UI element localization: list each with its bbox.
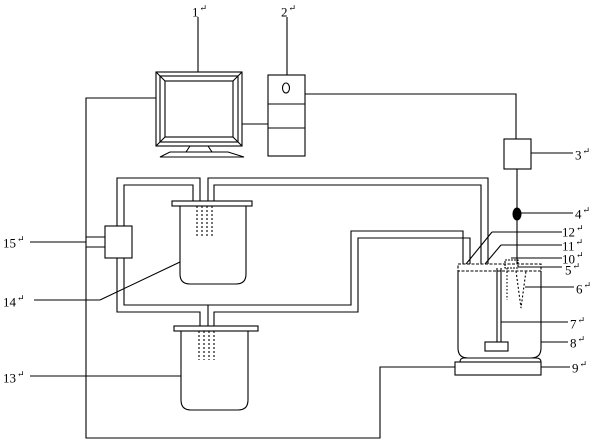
controller-box	[503, 138, 532, 170]
label-6: 6↵	[576, 280, 592, 297]
label-13: 13↵	[3, 369, 25, 386]
label-14: 14↵	[3, 293, 25, 310]
label-5: 5↵	[565, 261, 581, 278]
tower-controller-wire	[305, 93, 517, 139]
label-3: 3↵	[575, 146, 591, 163]
label-10: 10↵	[562, 250, 584, 267]
pump-box	[104, 225, 133, 259]
leader-11	[484, 244, 502, 265]
leader-14-diagonal	[99, 261, 181, 301]
stirrer-base	[454, 357, 542, 376]
computer-left-wire	[85, 97, 455, 439]
computer-tower	[267, 74, 306, 157]
bottom-tubing	[116, 230, 471, 326]
lower-beaker	[173, 325, 259, 411]
label-8: 8↵	[570, 334, 586, 351]
label-11: 11↵	[562, 237, 584, 254]
label-7: 7↵	[570, 315, 586, 332]
label-12: 12↵	[562, 223, 584, 240]
upper-beaker	[171, 200, 253, 285]
label-4: 4↵	[575, 205, 591, 222]
leader-12	[465, 231, 493, 265]
reaction-vessel	[457, 259, 542, 359]
computer-monitor	[155, 71, 245, 158]
junction-node	[512, 207, 522, 221]
label-15: 15↵	[3, 234, 25, 251]
label-1: 1↵	[192, 3, 208, 20]
label-9: 9↵	[572, 359, 588, 376]
top-tubing	[116, 177, 489, 264]
label-2: 2↵	[281, 3, 297, 20]
